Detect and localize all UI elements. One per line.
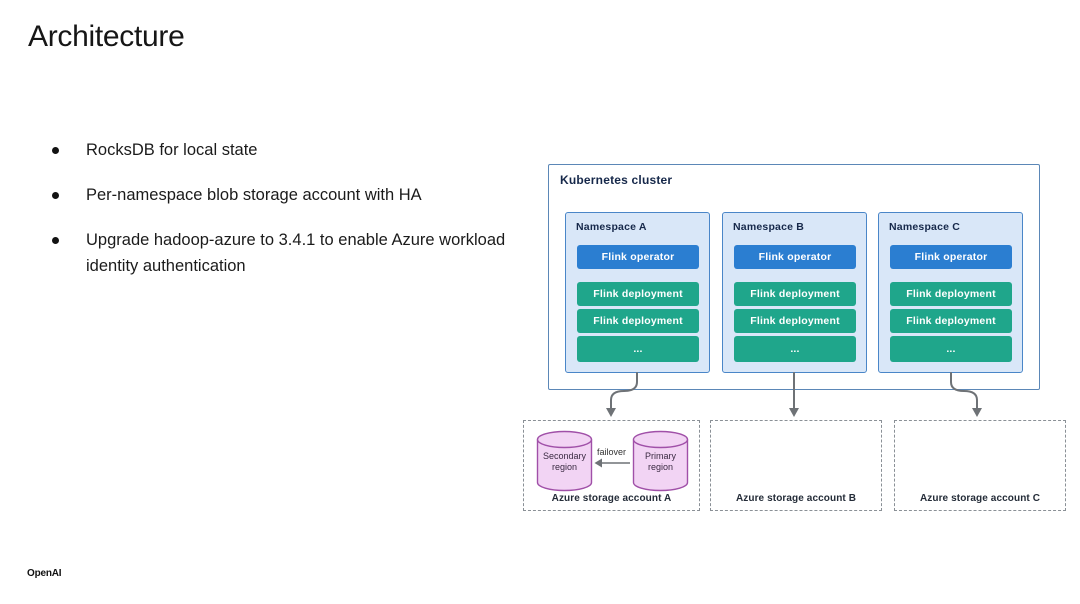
flink-deployment-box: Flink deployment xyxy=(577,309,699,333)
region-label: Primary region xyxy=(632,451,689,473)
bullet-dot-icon xyxy=(52,192,59,199)
region-label-line: region xyxy=(551,462,578,472)
database-cylinder-icon xyxy=(536,430,593,492)
flink-deployment-box: Flink deployment xyxy=(734,282,856,306)
region-label: Secondary region xyxy=(536,451,593,473)
bullet-dot-icon xyxy=(52,237,59,244)
storage-account-label: Azure storage account A xyxy=(551,493,672,504)
region-label-line: Secondary xyxy=(542,451,587,461)
flink-operator-box: Flink operator xyxy=(577,245,699,269)
flink-deployment-box: Flink deployment xyxy=(890,282,1012,306)
more-deployments-box: ... xyxy=(890,336,1012,362)
bullet-text: Per-namespace blob storage account with … xyxy=(86,186,422,204)
list-item: RocksDB for local state xyxy=(52,137,534,163)
page-title: Architecture xyxy=(28,20,185,53)
list-item: Per-namespace blob storage account with … xyxy=(52,182,534,208)
bullet-list: RocksDB for local state Per-namespace bl… xyxy=(52,137,534,298)
bullet-dot-icon xyxy=(52,147,59,154)
flink-operator-box: Flink operator xyxy=(890,245,1012,269)
failover-arrow-label: failover xyxy=(597,447,627,457)
storage-account-label: Azure storage account C xyxy=(919,493,1041,504)
more-deployments-box: ... xyxy=(734,336,856,362)
database-cylinder-icon xyxy=(632,430,689,492)
namespace-a-box: Namespace A Flink operator Flink deploym… xyxy=(565,212,710,373)
flink-operator-box: Flink operator xyxy=(734,245,856,269)
more-deployments-box: ... xyxy=(577,336,699,362)
primary-region-cylinder: Primary region xyxy=(632,430,689,493)
region-label-line: Primary xyxy=(645,451,676,461)
flink-deployment-box: Flink deployment xyxy=(734,309,856,333)
namespace-b-box: Namespace B Flink operator Flink deploym… xyxy=(722,212,867,373)
azure-storage-account-b-box: Azure storage account B xyxy=(710,420,882,511)
namespace-label: Namespace C xyxy=(889,221,961,233)
namespace-c-box: Namespace C Flink operator Flink deploym… xyxy=(878,212,1023,373)
secondary-region-cylinder: Secondary region xyxy=(536,430,593,493)
flink-deployment-box: Flink deployment xyxy=(577,282,699,306)
arrowhead-icon xyxy=(606,408,616,417)
arrowhead-icon xyxy=(789,408,799,417)
arrowhead-icon xyxy=(972,408,982,417)
storage-account-label: Azure storage account B xyxy=(735,493,857,504)
bullet-text: Upgrade hadoop-azure to 3.4.1 to enable … xyxy=(86,231,506,275)
namespace-label: Namespace B xyxy=(733,221,805,233)
list-item: Upgrade hadoop-azure to 3.4.1 to enable … xyxy=(52,227,534,279)
region-label-line: region xyxy=(647,462,674,472)
openai-logo: OpenAI xyxy=(27,568,62,579)
bullet-text: RocksDB for local state xyxy=(86,141,258,159)
namespace-label: Namespace A xyxy=(576,221,647,233)
flink-deployment-box: Flink deployment xyxy=(890,309,1012,333)
azure-storage-account-c-box: Azure storage account C xyxy=(894,420,1066,511)
kubernetes-cluster-label: Kubernetes cluster xyxy=(560,173,673,187)
